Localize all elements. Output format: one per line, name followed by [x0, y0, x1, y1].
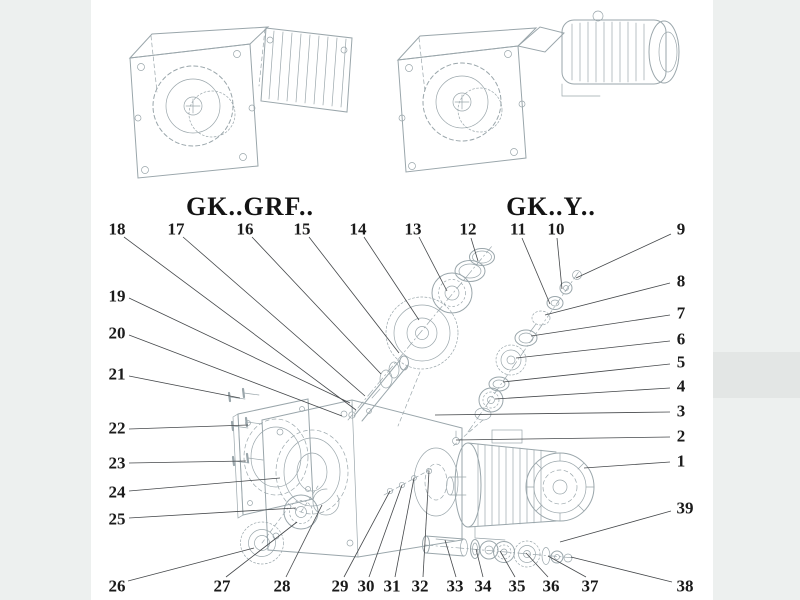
leader-line-29: [343, 490, 391, 578]
leader-line-10: [556, 237, 563, 290]
paper-background: [91, 0, 713, 600]
callout-28: 28: [273, 576, 291, 596]
callout-19: 19: [108, 286, 126, 306]
gearbox-grf-drawing: [128, 26, 353, 179]
leader-line-22: [128, 424, 249, 430]
leader-line-14: [363, 236, 420, 321]
motor-drawing: [561, 10, 680, 97]
leader-line-16: [251, 236, 382, 375]
leader-line-25: [128, 507, 297, 519]
leader-line-18: [123, 236, 357, 411]
leader-line-5: [502, 363, 671, 383]
callout-7: 7: [676, 303, 686, 323]
leader-line-36: [525, 552, 549, 578]
motor: [446, 429, 595, 541]
leader-line-27: [225, 521, 298, 578]
callout-11: 11: [509, 219, 527, 239]
callout-4: 4: [676, 376, 686, 396]
leader-line-1: [583, 461, 671, 469]
exploded-view-drawing: [227, 245, 595, 568]
callout-18: 18: [108, 219, 126, 239]
callout-13: 13: [404, 219, 422, 239]
callout-20: 20: [108, 323, 126, 343]
callout-25: 25: [108, 509, 126, 529]
leader-line-24: [128, 477, 281, 492]
leader-line-3: [434, 411, 671, 416]
leader-line-26: [127, 547, 255, 582]
callout-33: 33: [446, 576, 464, 596]
callout-9: 9: [676, 219, 686, 239]
leader-line-34: [475, 548, 484, 578]
leader-line-28: [285, 504, 323, 578]
callout-14: 14: [349, 219, 367, 239]
variant-title-grf: GK..GRF..: [186, 192, 314, 221]
leader-line-32: [422, 470, 430, 578]
leader-line-20: [128, 334, 343, 417]
callout-21: 21: [108, 364, 126, 384]
callout-36: 36: [542, 576, 560, 596]
leader-line-8: [544, 282, 671, 316]
callout-29: 29: [331, 576, 349, 596]
leader-line-17: [182, 236, 366, 397]
leader-line-12: [470, 237, 479, 262]
leader-line-30: [368, 484, 403, 578]
callout-39: 39: [676, 498, 694, 518]
callout-10: 10: [547, 219, 565, 239]
leader-line-6: [515, 340, 671, 359]
leader-line-7: [530, 314, 671, 337]
leader-line-23: [128, 460, 247, 464]
output-shaft-parts: [422, 535, 573, 568]
callout-35: 35: [508, 576, 526, 596]
callout-22: 22: [108, 418, 126, 438]
callout-8: 8: [676, 271, 686, 291]
leader-line-9: [575, 233, 672, 279]
leader-line-11: [521, 237, 551, 305]
scan-artifact: [713, 352, 800, 398]
callout-17: 17: [167, 219, 185, 239]
callout-24: 24: [108, 482, 126, 502]
leader-line-21: [128, 375, 241, 399]
leader-line-39: [559, 510, 672, 543]
callout-15: 15: [293, 219, 311, 239]
callout-16: 16: [236, 219, 254, 239]
callout-31: 31: [383, 576, 401, 596]
callout-37: 37: [581, 576, 599, 596]
output-bearing-gear: [240, 485, 340, 565]
callout-12: 12: [459, 219, 477, 239]
leader-line-35: [499, 550, 516, 578]
callout-26: 26: [108, 576, 126, 596]
leader-line-37: [547, 555, 587, 578]
input-shaft-gear-stack: [353, 248, 495, 427]
leader-line-2: [455, 436, 671, 441]
callout-5: 5: [676, 352, 686, 372]
bevel-pinion-stack: [451, 270, 582, 448]
callout-38: 38: [676, 576, 694, 596]
leader-line-15: [308, 236, 400, 354]
leader-line-38: [570, 556, 673, 583]
ribbed-cover: [260, 27, 353, 113]
variant-title-y: GK..Y..: [506, 192, 596, 221]
leader-line-31: [394, 477, 415, 578]
callout-32: 32: [411, 576, 429, 596]
callout-3: 3: [676, 401, 686, 421]
callout-27: 27: [213, 576, 231, 596]
callout-1: 1: [676, 451, 686, 471]
gearbox-y-drawing: [396, 10, 680, 173]
callout-30: 30: [357, 576, 375, 596]
leader-line-4: [494, 387, 671, 400]
leader-line-33: [444, 539, 457, 578]
callout-6: 6: [676, 329, 686, 349]
callout-23: 23: [108, 453, 126, 473]
callout-34: 34: [474, 576, 492, 596]
leader-line-19: [128, 297, 351, 404]
callout-2: 2: [676, 426, 686, 446]
leader-line-13: [418, 236, 448, 292]
